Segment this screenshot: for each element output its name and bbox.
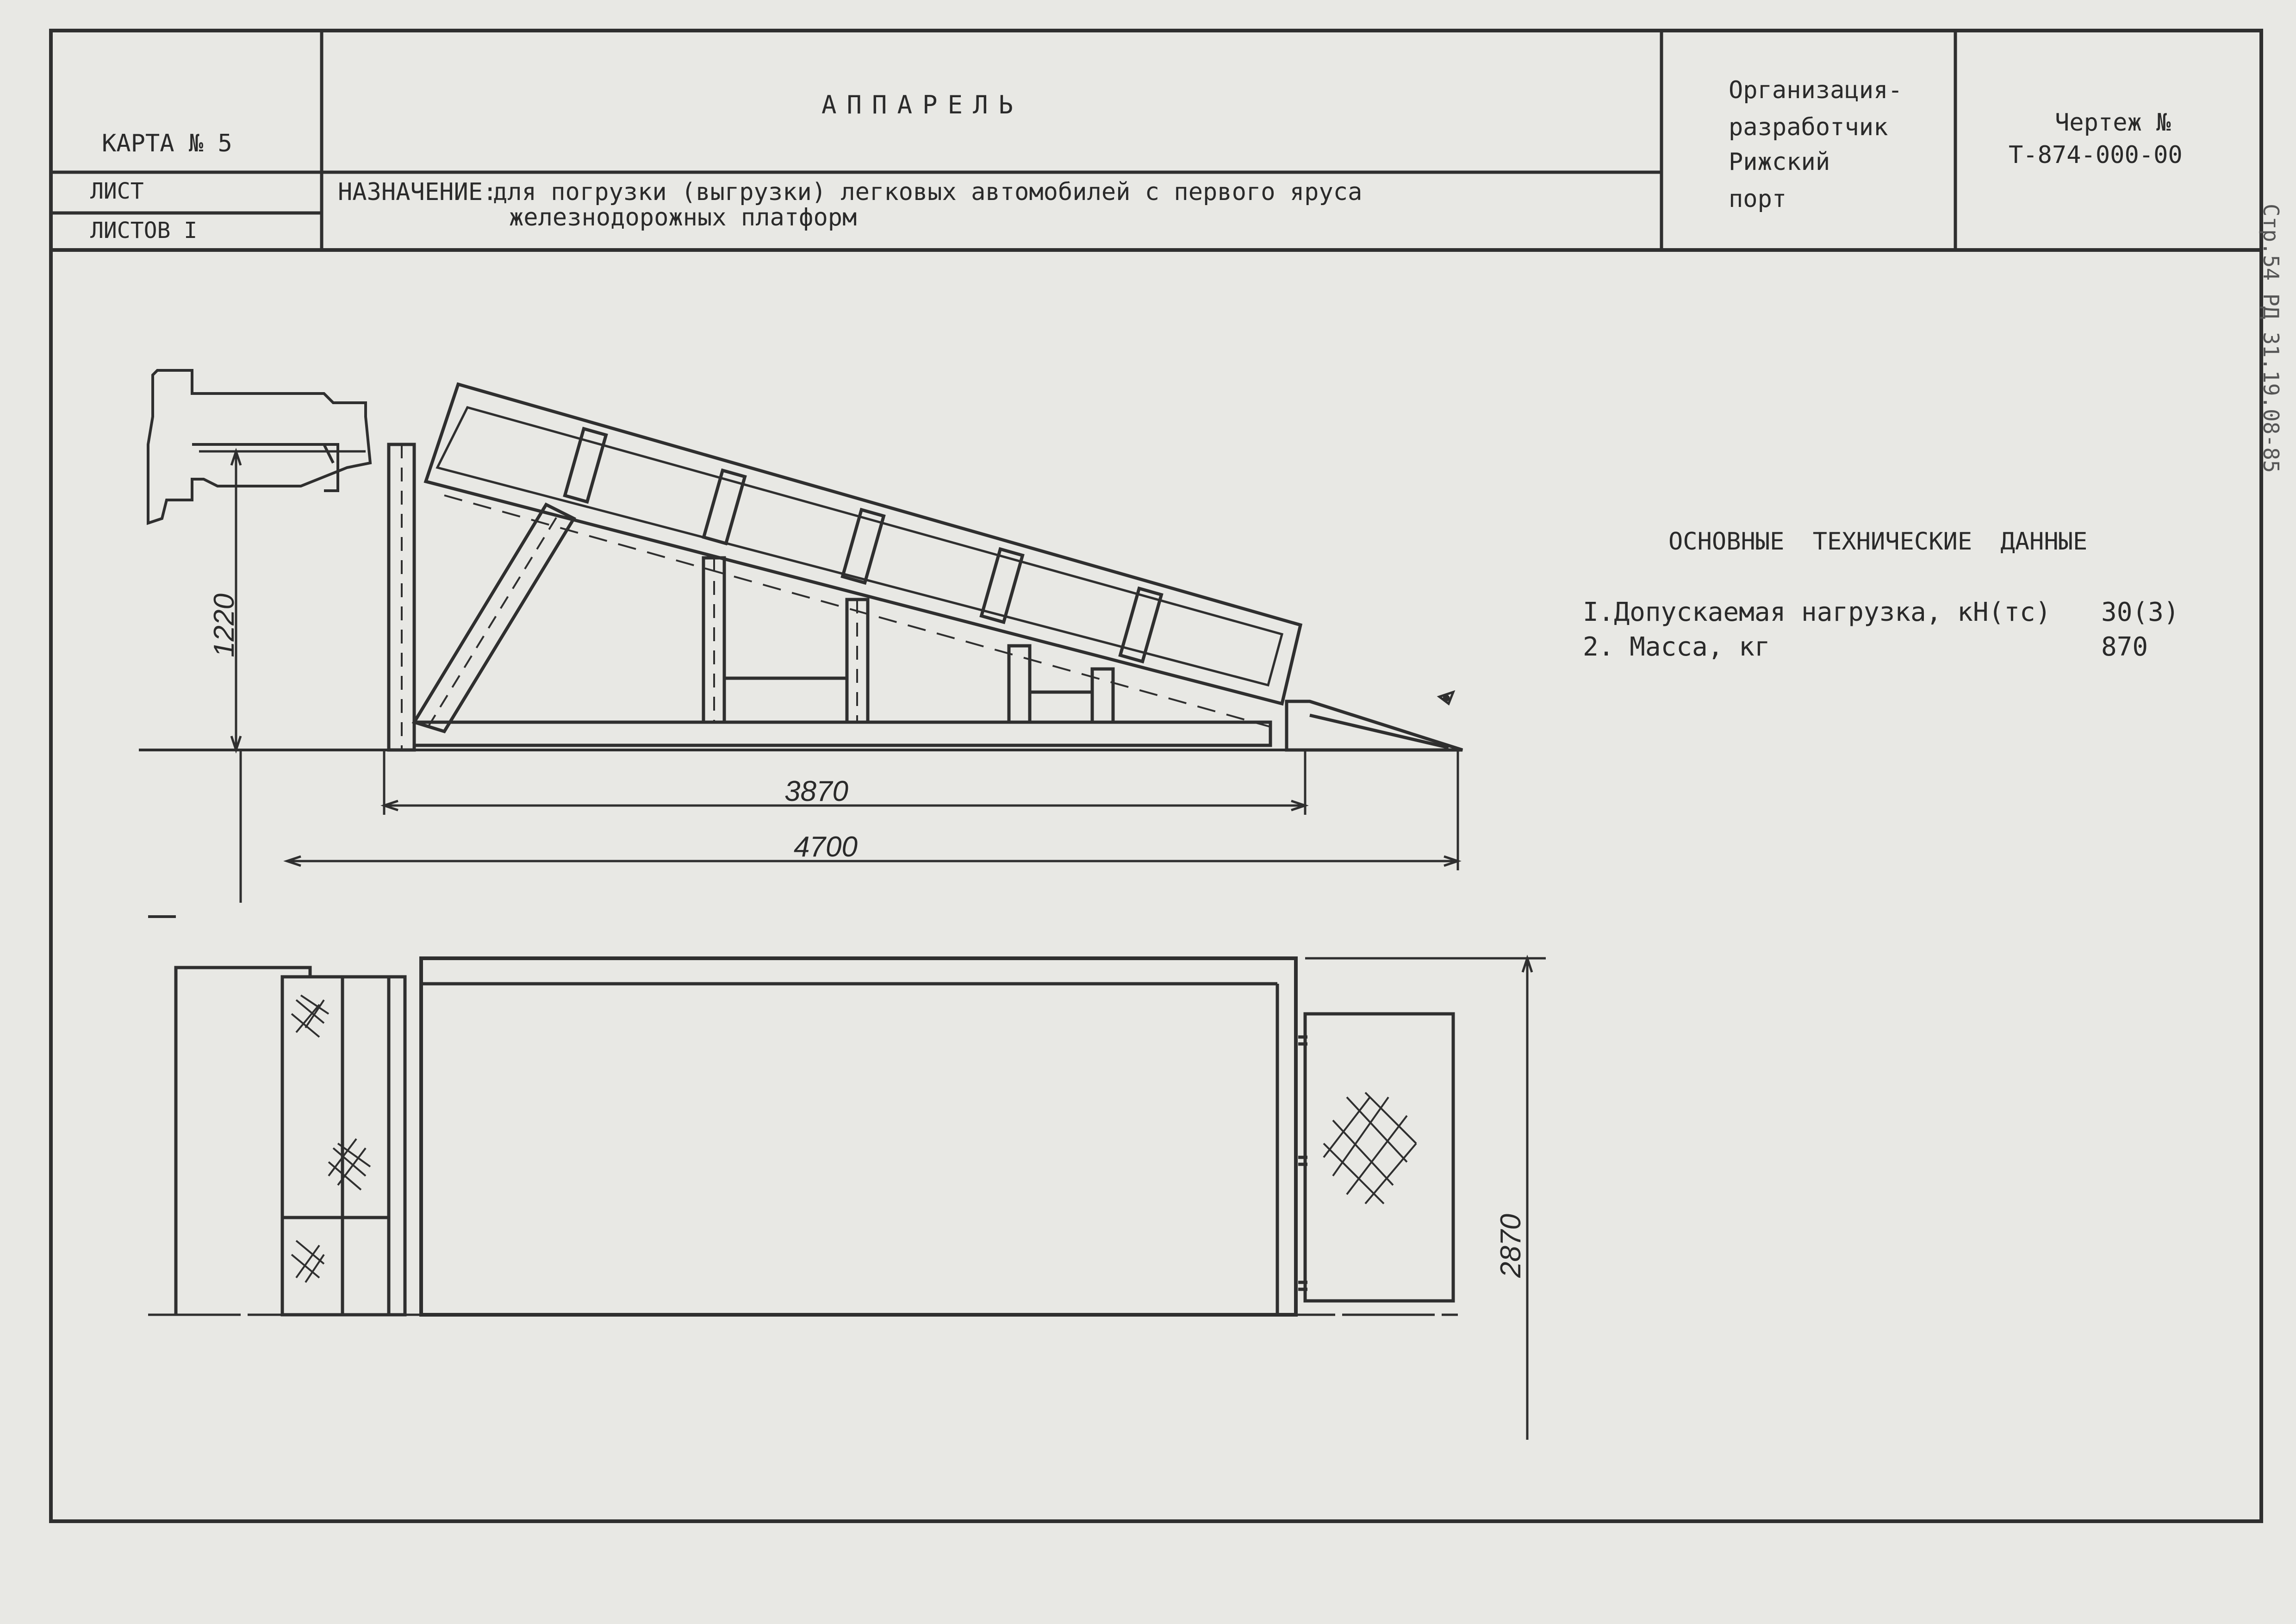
org-line-3: Рижский <box>1729 148 1830 176</box>
dimension-labels: 1220 3870 4700 2870 <box>208 593 1527 1278</box>
diagonal-brace <box>411 502 576 734</box>
length-dimension-4700 <box>283 750 1462 870</box>
dim-height-label: 1220 <box>208 593 240 657</box>
ramp-plate <box>1298 1012 1455 1303</box>
drawing-number-label: Чертеж № <box>2055 109 2171 137</box>
hatch-left <box>291 994 371 1283</box>
dim-width-label: 2870 <box>1495 1214 1527 1278</box>
page-reference: Стр.54 РД 31.19.08-85 <box>2259 204 2284 473</box>
length-dimension-3870 <box>380 750 1309 815</box>
org-line-4: порт <box>1729 185 1787 213</box>
org-line-1: Организация- <box>1729 76 1903 104</box>
dim-base-label: 3870 <box>784 775 848 807</box>
railcar-platform <box>147 369 372 525</box>
inclined-deck <box>423 382 1303 728</box>
specs-title: ОСНОВНЫЕ ТЕХНИЧЕСКИЕ ДАННЫЕ <box>1668 528 2088 556</box>
spec-row-1-value: 30(3) <box>2101 597 2179 627</box>
ramp-lip <box>1285 700 1463 752</box>
org-line-2: разработчик <box>1729 113 1888 141</box>
card-number: КАРТА № 5 <box>102 130 232 157</box>
spec-row-2-value: 870 <box>2101 632 2148 662</box>
sheets-count: ЛИСТОВ I <box>90 218 198 244</box>
bottom-chord <box>412 720 1272 747</box>
page-title: АППАРЕЛЬ <box>821 90 1024 119</box>
spec-row-2-label: 2. Масса, кг <box>1583 632 1770 662</box>
purpose-label: НАЗНАЧЕНИЕ: <box>338 178 498 206</box>
plan-view <box>148 915 1546 1440</box>
drawing-number: Т-874-000-00 <box>2009 141 2183 169</box>
truss-posts <box>702 556 1115 724</box>
hatch-right <box>1323 1092 1417 1205</box>
width-dimension <box>1305 955 1546 1440</box>
spec-row-1-label: I.Допускаемая нагрузка, кН(тс) <box>1583 597 2051 627</box>
sheet-label: ЛИСТ <box>90 178 144 204</box>
purpose-line-2: железнодорожных платформ <box>509 204 857 231</box>
side-view <box>139 369 1463 903</box>
dim-total-label: 4700 <box>794 831 858 863</box>
title-block-frame <box>49 29 2263 1523</box>
height-dimension <box>199 448 366 903</box>
purpose-line-1: для погрузки (выгрузки) легковых автомоб… <box>493 178 1363 206</box>
front-post <box>387 443 416 752</box>
